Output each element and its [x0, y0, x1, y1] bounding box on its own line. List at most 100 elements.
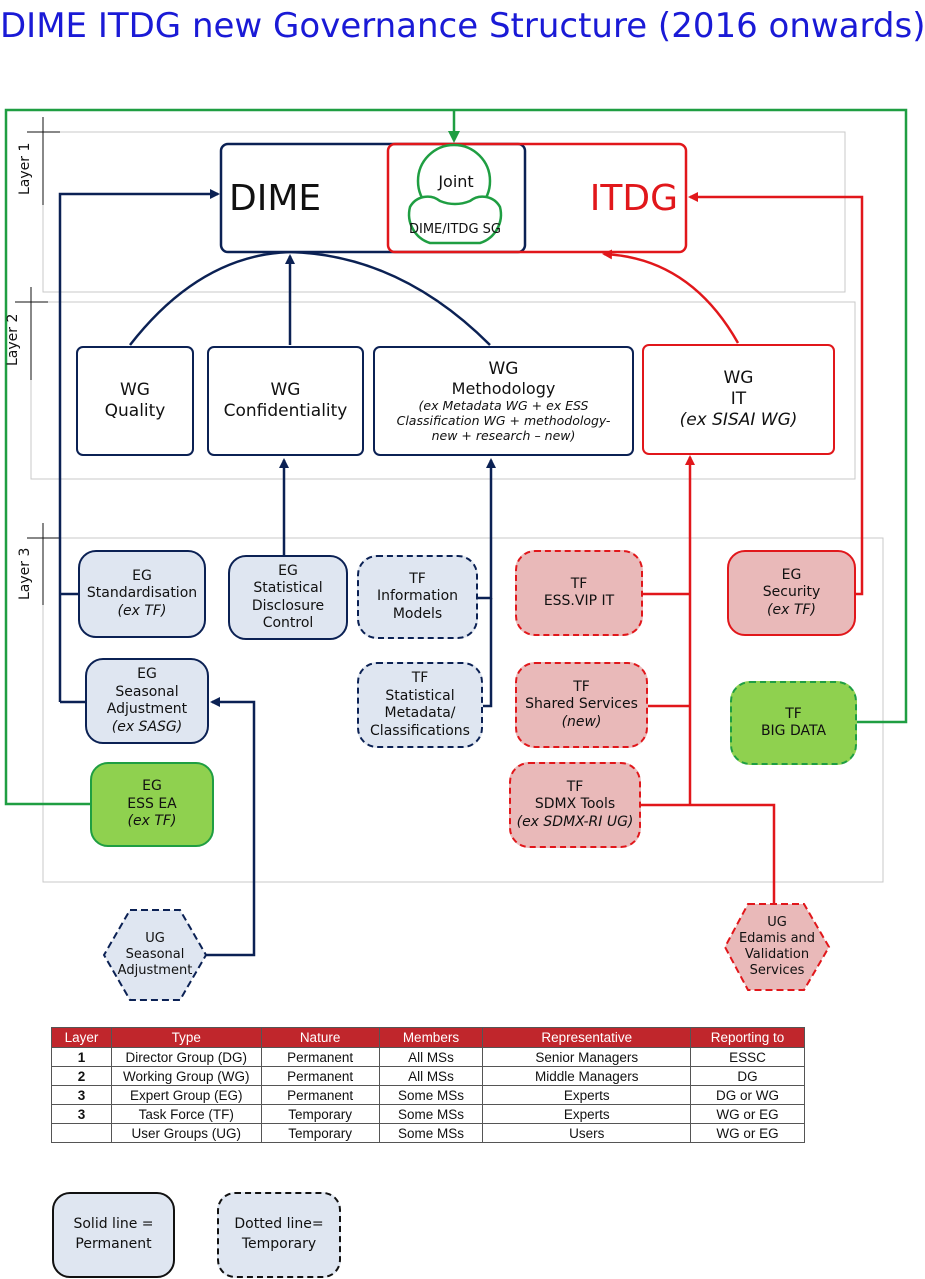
- table-row: 2 Working Group (WG) Permanent All MSs M…: [51, 1066, 805, 1086]
- table-cell: WG or EG: [690, 1104, 805, 1124]
- tf-shared-note: (new): [561, 713, 602, 730]
- wg-confidentiality-type: WG: [270, 379, 301, 400]
- legend-dotted-line-1: Dotted line=: [234, 1216, 324, 1233]
- eg-sdc-name-3: Control: [262, 615, 314, 631]
- wg-quality-box: WG Quality: [76, 346, 194, 456]
- table-cell: Some MSs: [378, 1123, 484, 1143]
- table-cell: WG or EG: [690, 1123, 805, 1143]
- wg-methodology-note-2: Classification WG + methodology-: [396, 413, 611, 429]
- tf-shared-type: TF: [573, 678, 590, 695]
- table-header-row: Layer Type Nature Members Representative…: [51, 1027, 805, 1048]
- tf-info-models-name-1: Information: [376, 588, 459, 605]
- eg-essea-name: ESS EA: [127, 795, 177, 812]
- wg-it-box: WG IT (ex SISAI WG): [642, 344, 835, 455]
- tf-info-models-type: TF: [409, 570, 426, 587]
- column-header: Representative: [482, 1027, 692, 1048]
- eg-essea-type: EG: [142, 778, 162, 795]
- joint-circle-bottom: [407, 195, 503, 245]
- table-cell: 1: [51, 1047, 112, 1067]
- table-cell: Middle Managers: [482, 1066, 692, 1086]
- wg-methodology-type: WG: [488, 358, 519, 379]
- table-cell: Senior Managers: [482, 1047, 692, 1067]
- table-row: 1 Director Group (DG) Permanent All MSs …: [51, 1047, 805, 1067]
- legend-solid-line-2: Permanent: [75, 1236, 152, 1252]
- layer2-label: Layer 2: [5, 313, 21, 366]
- table-cell: Experts: [482, 1104, 692, 1124]
- table-cell: DG or WG: [690, 1085, 805, 1105]
- wg-it-type: WG: [723, 367, 754, 388]
- table-cell: DG: [690, 1066, 805, 1086]
- table-cell: Temporary: [260, 1123, 380, 1143]
- tf-stat-metadata-name-1: Statistical: [385, 687, 455, 704]
- table-cell: Some MSs: [378, 1085, 484, 1105]
- tf-essvip-box: TF ESS.VIP IT: [515, 550, 643, 636]
- eg-security-note: (ex TF): [767, 601, 816, 618]
- tf-stat-metadata-name-2: Metadata/: [384, 705, 456, 721]
- eg-security-name: Security: [762, 584, 821, 601]
- wg-methodology-note-3: new + research – new): [431, 428, 576, 444]
- table-cell: Permanent: [260, 1066, 380, 1086]
- eg-standardisation-box: EG Standardisation (ex TF): [78, 550, 206, 638]
- table-cell: Experts: [482, 1085, 692, 1105]
- column-header: Reporting to: [690, 1027, 805, 1048]
- tf-stat-metadata-name-3: Classifications: [370, 722, 470, 739]
- table-row: User Groups (UG) Temporary Some MSs User…: [51, 1123, 805, 1143]
- joint-sg-label: DIME/ITDG SG: [409, 222, 501, 237]
- tf-bigdata-name: BIG DATA: [760, 723, 827, 739]
- eg-seasonal-name-2: Adjustment: [106, 701, 188, 717]
- layer-ticks: [15, 117, 60, 605]
- table-row: 3 Expert Group (EG) Permanent Some MSs E…: [51, 1085, 805, 1105]
- ug-seasonal-type: UG: [145, 930, 165, 946]
- legend-dotted-line-2: Temporary: [241, 1236, 317, 1252]
- eg-security-type: EG: [781, 566, 802, 583]
- table-cell: Working Group (WG): [110, 1066, 262, 1086]
- eg-seasonal-box: EG Seasonal Adjustment (ex SASG): [85, 658, 209, 744]
- wg-confidentiality-name: Confidentiality: [223, 401, 348, 421]
- tf-shared-name: Shared Services: [525, 696, 638, 713]
- wg-it-name: IT: [730, 388, 747, 409]
- eg-standardisation-name: Standardisation: [86, 585, 198, 602]
- eg-seasonal-note: (ex SASG): [111, 718, 183, 735]
- ug-seasonal-name-2: Adjustment: [117, 963, 193, 979]
- tf-info-models-name-2: Models: [392, 605, 443, 622]
- tf-shared-box: TF Shared Services (new): [515, 662, 648, 748]
- eg-seasonal-name-1: Seasonal: [115, 683, 179, 700]
- column-header: Nature: [260, 1027, 380, 1048]
- tf-stat-metadata-type: TF: [411, 670, 429, 686]
- column-header: Layer: [51, 1027, 112, 1048]
- table-cell: Users: [482, 1123, 692, 1143]
- table-cell: 3: [51, 1085, 112, 1105]
- ug-edamis-type: UG: [767, 914, 787, 930]
- tf-sdmx-name: SDMX Tools: [534, 796, 616, 813]
- eg-standardisation-type: EG: [132, 567, 152, 584]
- table-cell: Permanent: [260, 1047, 380, 1067]
- table-row: 3 Task Force (TF) Temporary Some MSs Exp…: [51, 1104, 805, 1124]
- legend-solid: Solid line = Permanent: [52, 1192, 175, 1278]
- governance-table: Layer Type Nature Members Representative…: [51, 1027, 805, 1143]
- table-cell: User Groups (UG): [110, 1123, 262, 1143]
- tf-bigdata-type: TF: [785, 705, 802, 722]
- tf-bigdata-box: TF BIG DATA: [730, 681, 857, 765]
- eg-security-box: EG Security (ex TF): [727, 550, 856, 636]
- ug-seasonal-name-1: Seasonal: [125, 946, 185, 962]
- tf-sdmx-type: TF: [566, 778, 584, 795]
- table-cell: [51, 1123, 112, 1143]
- layer1-label: Layer 1: [17, 142, 33, 195]
- wg-confidentiality-box: WG Confidentiality: [207, 346, 364, 456]
- table-cell: Permanent: [260, 1085, 380, 1105]
- table-cell: Temporary: [260, 1104, 380, 1124]
- ug-edamis-name-2: Validation: [744, 947, 810, 962]
- dime-label: DIME: [229, 178, 321, 219]
- table-cell: ESSC: [690, 1047, 805, 1067]
- eg-sdc-type: EG: [278, 562, 298, 579]
- eg-standardisation-note: (ex TF): [117, 602, 167, 619]
- column-header: Members: [378, 1027, 484, 1048]
- table-cell: Director Group (DG): [110, 1047, 262, 1067]
- ug-seasonal-label: UG Seasonal Adjustment: [108, 918, 202, 992]
- legend-dotted: Dotted line= Temporary: [217, 1192, 341, 1278]
- table-cell: Task Force (TF): [110, 1104, 262, 1124]
- eg-sdc-name-1: Statistical: [253, 580, 323, 596]
- tf-sdmx-note: (ex SDMX-RI UG): [516, 813, 634, 830]
- eg-essea-box: EG ESS EA (ex TF): [90, 762, 214, 847]
- page-title: DIME ITDG new Governance Structure (2016…: [0, 6, 925, 46]
